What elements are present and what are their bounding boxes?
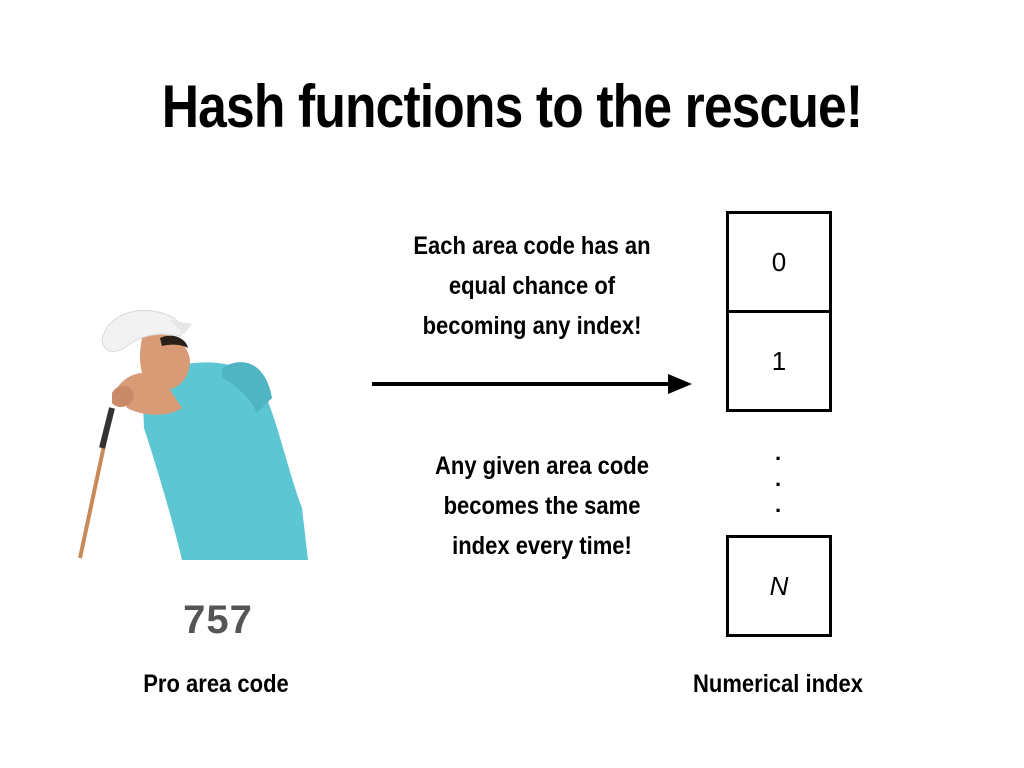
golfer-face	[139, 334, 190, 391]
top-caption-line: becoming any index!	[422, 312, 642, 340]
golfer-shirt	[142, 362, 308, 560]
pro-area-code-label: Pro area code	[143, 670, 289, 698]
top-caption-line: Each area code has an	[413, 232, 651, 260]
index-box-0: 0	[726, 211, 832, 313]
numerical-index-label: Numerical index	[693, 670, 863, 698]
golf-club-grip	[99, 407, 115, 449]
bottom-caption-line: Any given area code	[435, 452, 649, 480]
golfer-arm	[117, 372, 182, 415]
top-caption-line: equal chance of	[448, 272, 616, 300]
golfer-cap	[101, 309, 183, 352]
slide-title: Hash functions to the rescue!	[161, 73, 863, 140]
dot: .	[774, 440, 782, 465]
dot: .	[774, 466, 782, 491]
top-caption: Each area code has an equal chance of be…	[374, 226, 691, 346]
dot: .	[774, 492, 782, 517]
arrow-right-icon	[372, 374, 692, 394]
area-code-number: 757	[183, 598, 253, 642]
index-box-n: N	[726, 535, 832, 637]
bottom-caption: Any given area code becomes the same ind…	[384, 446, 701, 566]
golfer-image	[78, 309, 308, 560]
bottom-caption-line: index every time!	[452, 532, 632, 560]
index-box-1: 1	[726, 310, 832, 412]
ellipsis-dots: . . .	[768, 440, 788, 518]
bottom-caption-line: becomes the same	[443, 492, 641, 520]
